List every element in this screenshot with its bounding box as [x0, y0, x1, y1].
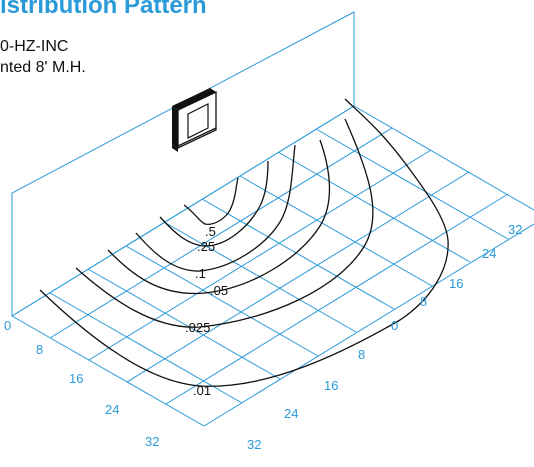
front-tick-8-right: 8 [420, 294, 427, 309]
front-tick-32-right: 32 [508, 222, 522, 237]
contour-label-0.25: .25 [197, 239, 215, 254]
side-tick-24: 24 [105, 402, 119, 417]
front-tick-0: 0 [391, 318, 398, 333]
isofootcandle-contours [39, 98, 449, 387]
contour-0.5 [183, 177, 239, 225]
side-tick-16: 16 [69, 371, 83, 386]
contour-0.05 [107, 139, 331, 295]
wall-plane [11, 11, 355, 317]
contour-label-0.01: .01 [193, 383, 211, 398]
mounting-height: nted 8' M.H. [0, 59, 86, 76]
contour-label-0.5: .5 [205, 224, 216, 239]
front-tick-24-right: 24 [482, 246, 496, 261]
contour-0.01 [39, 98, 449, 387]
contour-label-0.05: .05 [210, 283, 228, 298]
contour-label-0.025: .025 [185, 320, 210, 335]
fixture-model: 0-HZ-INC [0, 38, 69, 55]
contour-0.025 [75, 118, 374, 328]
front-tick-16-left: 16 [324, 378, 338, 393]
front-tick-32-left: 32 [247, 437, 261, 452]
diagram-title: istribution Pattern [0, 0, 207, 19]
front-tick-16-right: 16 [449, 276, 463, 291]
contour-0.1 [135, 144, 296, 272]
front-tick-24-left: 24 [284, 406, 298, 421]
floor-grid [11, 105, 534, 427]
luminaire-icon [172, 88, 217, 152]
side-tick-32: 32 [145, 434, 159, 449]
side-tick-0: 0 [4, 318, 11, 333]
contour-label-0.1: .1 [195, 266, 206, 281]
side-tick-8: 8 [36, 342, 43, 357]
contour-0.25 [159, 160, 269, 247]
front-tick-8-left: 8 [358, 347, 365, 362]
